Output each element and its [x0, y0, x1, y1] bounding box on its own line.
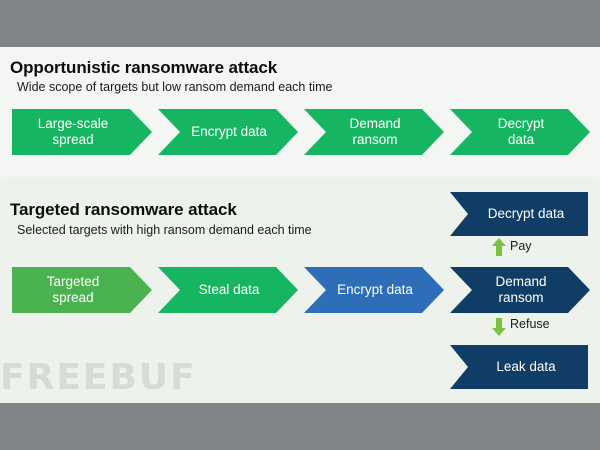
refuse-label: Refuse	[510, 317, 550, 331]
targeted-subtitle: Selected targets with high ransom demand…	[17, 223, 312, 237]
diagram-panel: FREEBUF Opportunistic ransomware attack …	[0, 47, 600, 403]
opportunistic-title: Opportunistic ransomware attack	[10, 58, 278, 77]
branch-decrypt-data: Decrypt data	[450, 192, 588, 236]
opportunistic-subtitle: Wide scope of targets but low ransom dem…	[17, 80, 333, 94]
opportunistic-step-demand-ransom: Demand ransom	[304, 109, 444, 155]
refuse-down-arrow-icon	[492, 318, 506, 336]
targeted-step-demand-ransom: Demand ransom	[450, 267, 590, 313]
targeted-step-encrypt-data: Encrypt data	[304, 267, 444, 313]
pay-label: Pay	[510, 239, 532, 253]
opportunistic-step-large-scale-spread: Large-scale spread	[12, 109, 152, 155]
targeted-step-steal-data: Steal data	[158, 267, 298, 313]
targeted-step-targeted-spread: Targeted spread	[12, 267, 152, 313]
opportunistic-step-decrypt-data: Decrypt data	[450, 109, 590, 155]
pay-up-arrow-icon	[492, 238, 506, 256]
targeted-title: Targeted ransomware attack	[10, 200, 237, 219]
branch-leak-data: Leak data	[450, 345, 588, 389]
opportunistic-step-encrypt-data: Encrypt data	[158, 109, 298, 155]
watermark-logo: FREEBUF	[0, 357, 197, 398]
